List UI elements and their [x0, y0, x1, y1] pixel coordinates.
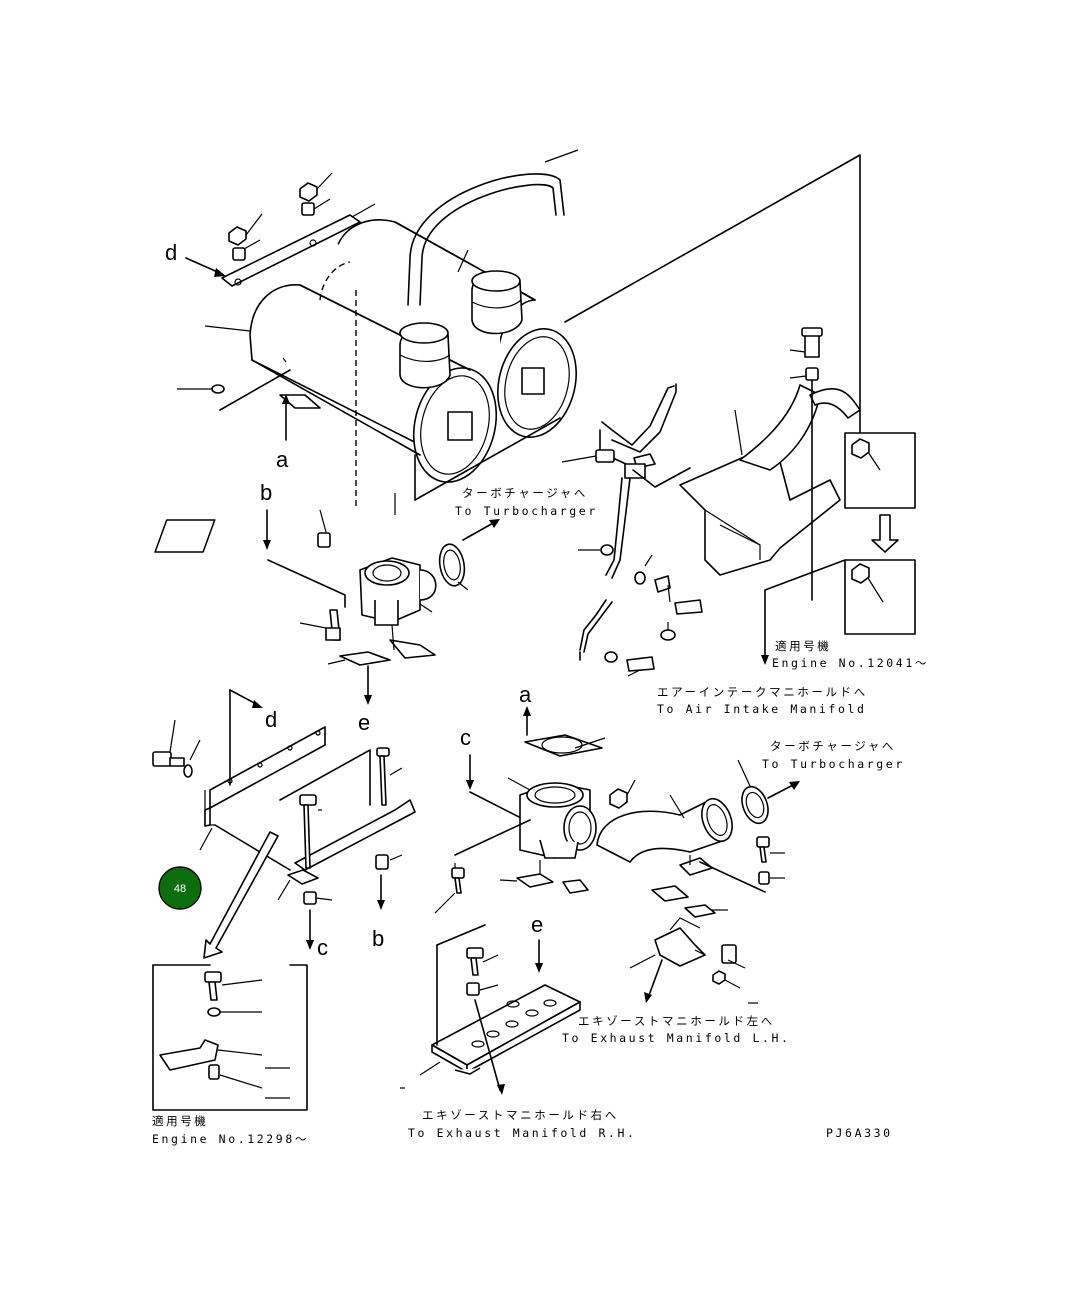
arrow-a-up — [282, 394, 290, 441]
lower-left-bracket-set — [152, 689, 416, 905]
to-turbo-jp-bottom: ターボチャージャへ — [770, 739, 896, 753]
arrow-exhaust-lh — [644, 959, 663, 1003]
arrow-turbo-top — [462, 519, 500, 541]
label-e-top: e — [358, 710, 370, 735]
arrow-b-down-top — [263, 509, 271, 550]
to-exhaust-rh-en: To Exhaust Manifold R.H. — [408, 1126, 637, 1140]
to-exhaust-lh-en: To Exhaust Manifold L.H. — [562, 1031, 791, 1045]
inset-engine-12298 — [152, 964, 308, 1111]
reference-badge[interactable]: 48 — [158, 866, 202, 910]
arrow-a-up-bottom — [523, 706, 531, 736]
label-b-bottom: b — [372, 926, 384, 951]
to-turbo-en-bottom: To Turbocharger — [762, 757, 905, 771]
arrow-exhaust-rh — [474, 999, 505, 1095]
lower-elbow-assembly — [400, 706, 800, 1095]
arrow-turbo-bottom — [767, 781, 800, 799]
label-a-top: a — [276, 447, 289, 472]
label-e-bottom: e — [531, 912, 543, 937]
muffler-assembly — [177, 149, 861, 501]
label-d-top: d — [165, 240, 177, 265]
applicable-jp-left: 適用号機 — [152, 1114, 208, 1128]
engine-12298: Engine No.12298〜 — [152, 1132, 309, 1146]
label-c-mid: c — [460, 725, 471, 750]
arrow-b-down-bottom — [377, 874, 385, 910]
applicable-jp-right: 適用号機 — [775, 639, 831, 653]
label-c-bottom: c — [317, 935, 328, 960]
label-d-bottom: d — [265, 707, 277, 732]
to-turbo-jp-top: ターボチャージャへ — [462, 486, 588, 500]
arrow-e-down-top — [364, 665, 372, 705]
arrow-e-down-bottom — [535, 939, 543, 973]
arrow-to-inset — [203, 831, 279, 959]
to-exhaust-rh-jp: エキゾーストマニホールド右へ — [422, 1108, 619, 1122]
muffler-inlet-elbow — [154, 290, 469, 666]
engine-12041: Engine No.12041〜 — [772, 656, 929, 670]
arrow-d-top — [185, 257, 226, 277]
air-tube-assembly — [561, 383, 703, 677]
label-b-top: b — [260, 480, 272, 505]
to-air-intake-jp: エアーインテークマニホールドへ — [657, 685, 868, 699]
muffler-support-bracket — [679, 327, 916, 665]
drawing-code: PJ6A330 — [826, 1126, 893, 1140]
arrow-c-down-mid — [466, 754, 474, 790]
label-a-bottom: a — [519, 682, 532, 707]
to-exhaust-lh-jp: エキゾーストマニホールド左へ — [578, 1014, 775, 1028]
arrow-c-down-left — [306, 909, 314, 950]
to-turbo-en-top: To Turbocharger — [455, 504, 598, 518]
to-air-intake-en: To Air Intake Manifold — [657, 702, 867, 716]
badge-label: 48 — [174, 883, 186, 895]
